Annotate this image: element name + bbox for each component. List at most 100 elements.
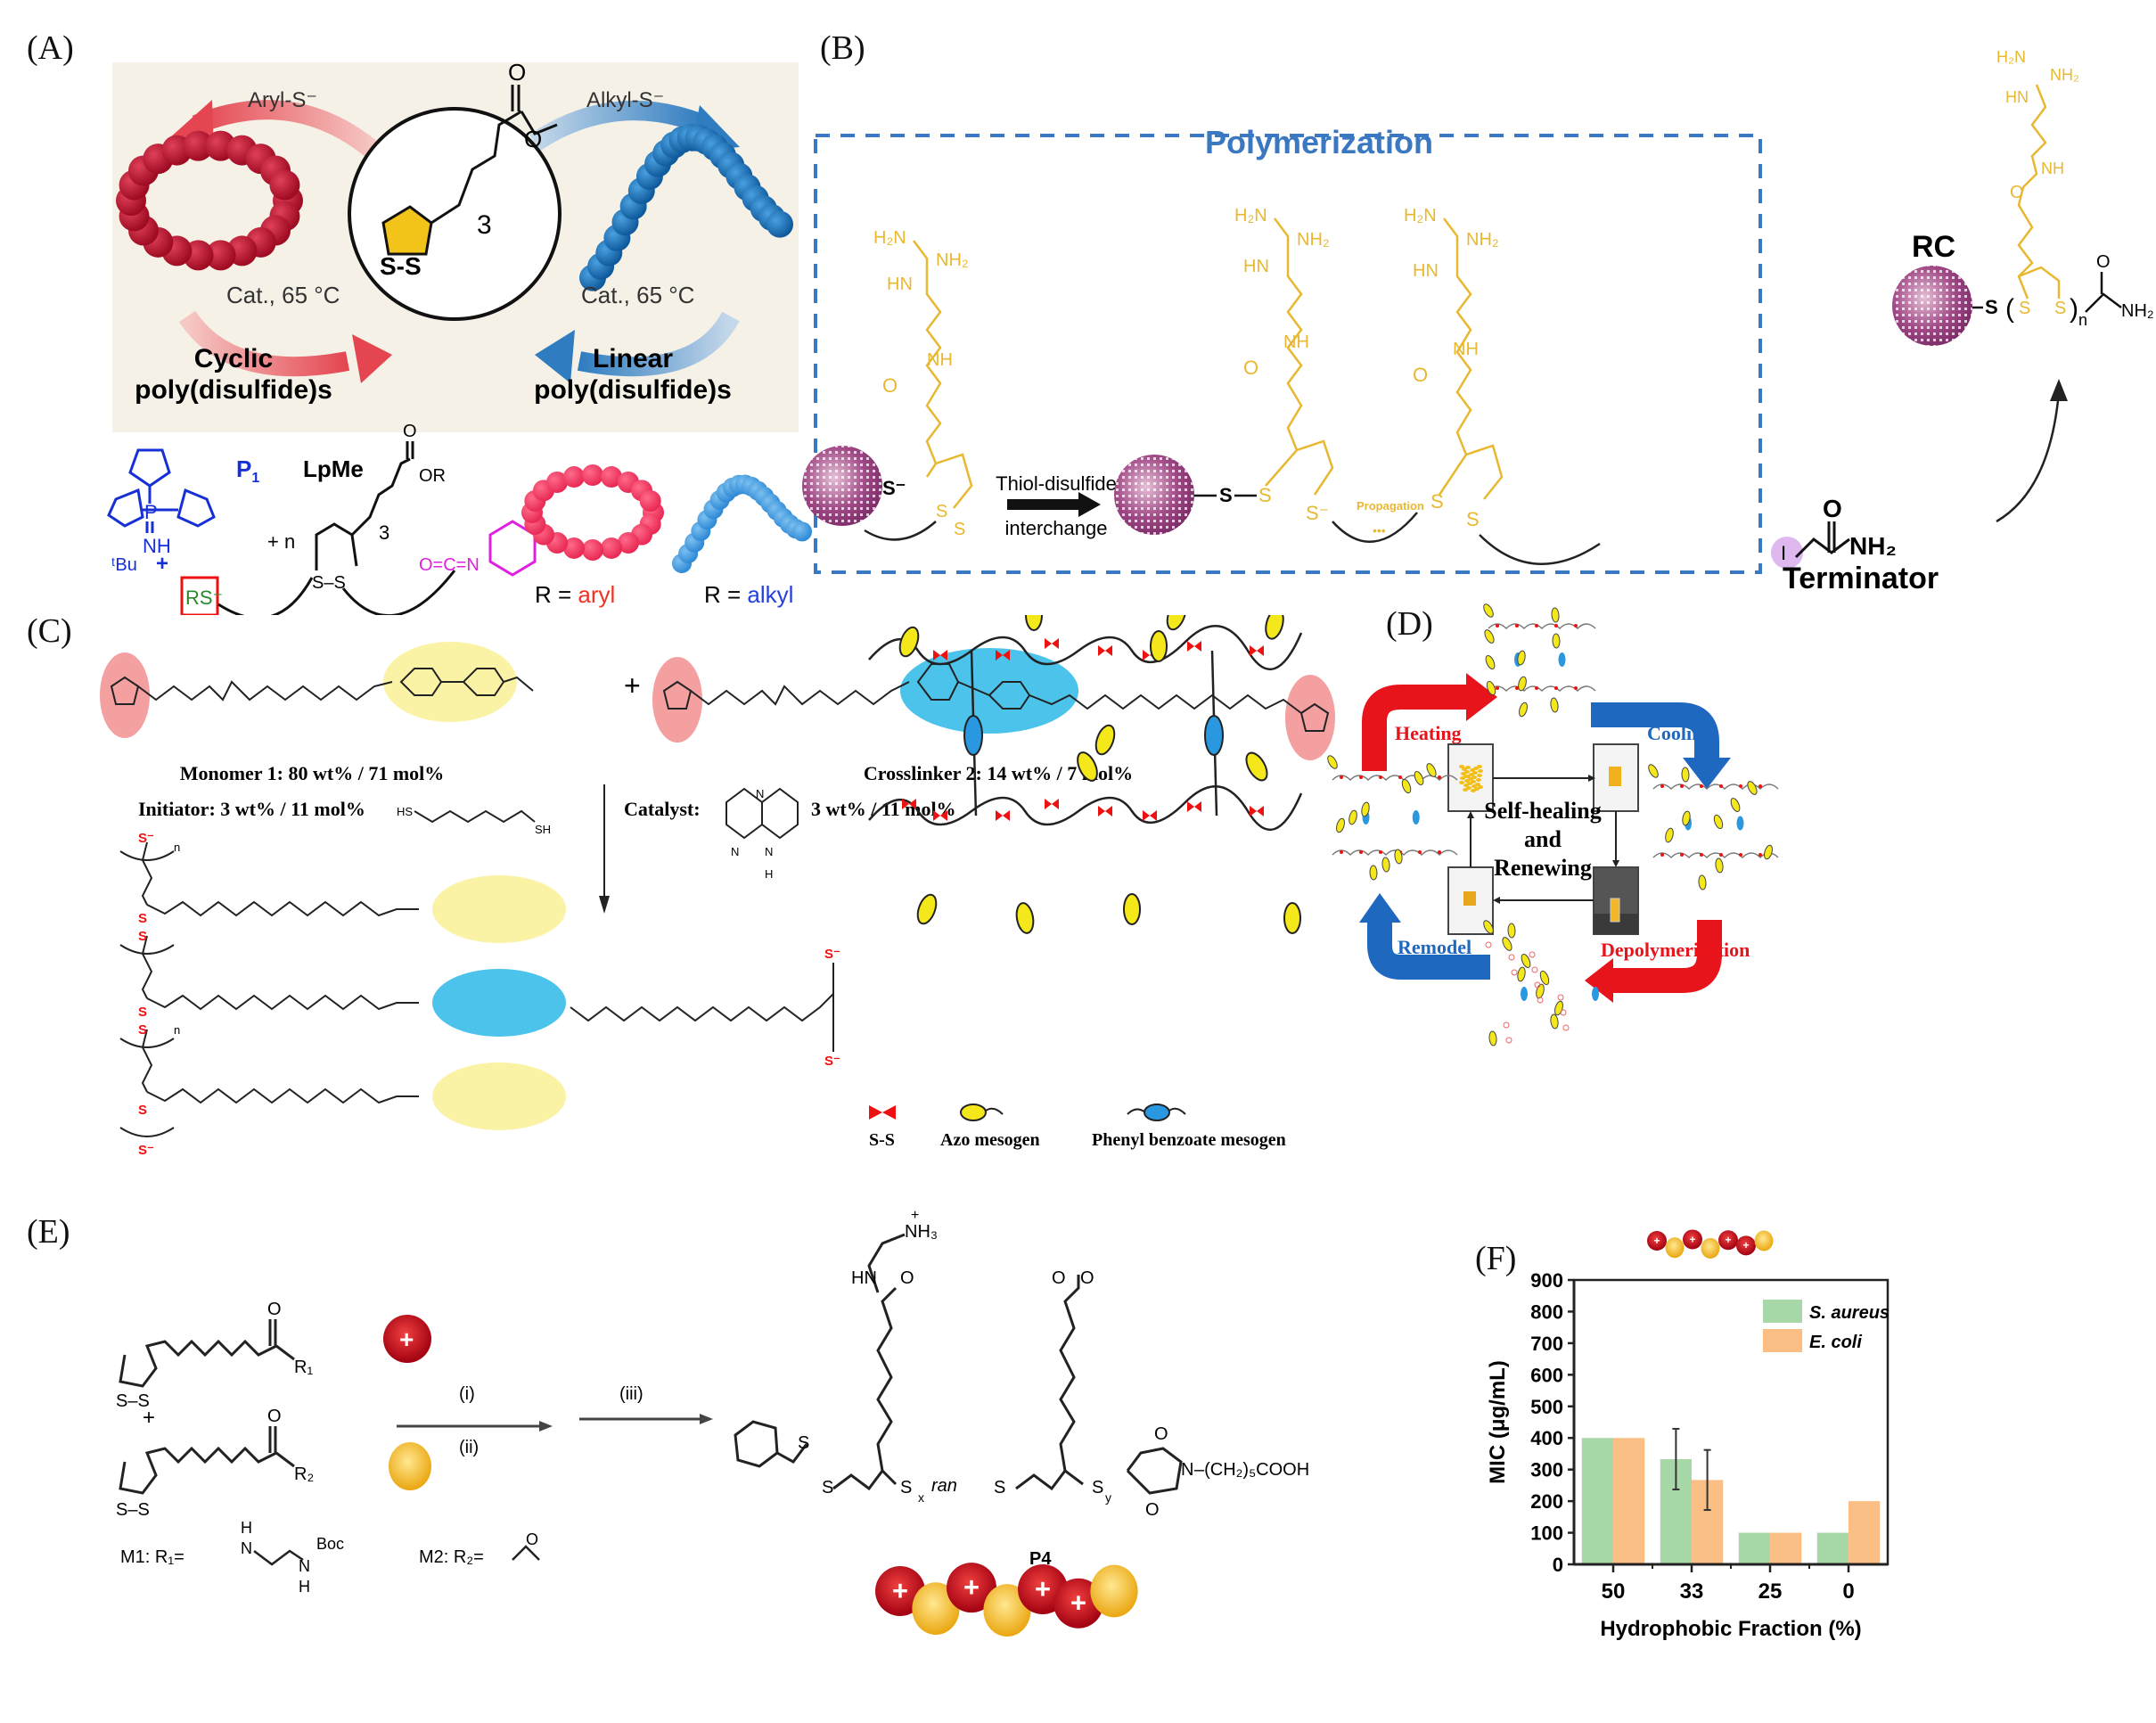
legend-swatch	[1763, 1329, 1802, 1352]
g3-s2: S	[1466, 508, 1480, 530]
thiolate-end	[1485, 941, 1492, 948]
r-alkyl-legend: R = alkyl	[704, 581, 793, 608]
azo-mesogen	[1502, 937, 1512, 951]
cationic-plus-icon: +	[1035, 1573, 1051, 1604]
ss-bond-icon	[996, 810, 1003, 821]
granule	[1459, 781, 1464, 784]
aryl-thiolate-label: Aryl-S⁻	[248, 88, 317, 112]
azo-mesogen	[1550, 697, 1559, 713]
polymerization-title: Polymerization	[1205, 124, 1433, 160]
azo-mesogen	[1483, 920, 1494, 934]
reactant-plus: +	[624, 669, 641, 702]
ss-bond-dot	[1574, 624, 1578, 628]
benzoate-mesogen	[963, 715, 983, 756]
ss-bond-dot	[1554, 624, 1558, 628]
azo-mesogen	[1336, 817, 1345, 833]
guanidinium-monomer-2	[1265, 217, 1334, 496]
y-tick-label: 800	[1530, 1300, 1563, 1323]
y-tick-label: 0	[1553, 1554, 1563, 1576]
p4-imide-o1: O	[1154, 1424, 1168, 1444]
ss-bond-dot	[1535, 624, 1538, 628]
azo-mesogen	[1682, 810, 1691, 826]
benzoate-mesogen	[1558, 652, 1566, 667]
ss-bond-dot	[1574, 686, 1578, 690]
network-strand	[1332, 775, 1458, 782]
hydrophobic-bead	[983, 1584, 1031, 1637]
backbone-s-3: S	[138, 1005, 147, 1020]
lpme-carbonyl-o: O	[403, 422, 417, 441]
propagation-label: Propagation	[1357, 499, 1424, 513]
p1-tbu: ᵗBu	[111, 555, 137, 575]
ss-bond-dot	[1758, 853, 1762, 857]
ss-bond-dot	[1758, 784, 1762, 788]
ss-bond-icon	[940, 810, 947, 821]
cyclic-polymer-small	[521, 464, 664, 561]
p4-benzyl-s: S	[798, 1433, 809, 1453]
repeat-subscript: 3	[477, 210, 492, 240]
catalyst-h: H	[765, 867, 773, 881]
panel-e-diagram: O R₁ S–S + + O R₂ S–S (i) (ii) (iii) M1:…	[116, 1208, 1309, 1637]
m1-n-1: N	[241, 1539, 252, 1557]
azo-mesogen	[1488, 1030, 1497, 1046]
granule	[1472, 771, 1478, 775]
ss-bond-dot	[1554, 686, 1558, 690]
cooling-label: Cooling	[1647, 722, 1712, 744]
ss-bond-dot	[1438, 775, 1441, 779]
benzoate-mesogen	[1412, 810, 1420, 825]
cyclic-bead	[205, 240, 236, 271]
bar-s-aureus	[1816, 1532, 1849, 1564]
p1-catalyst-structure	[107, 448, 216, 533]
g1-hn: HN	[887, 275, 913, 294]
attack-arrow-1	[864, 521, 937, 541]
m2-o-def: O	[526, 1530, 538, 1548]
initiator-hs: HS	[397, 805, 413, 818]
legend-benzoate-icon	[1127, 1104, 1186, 1121]
x-tick-label: 33	[1680, 1579, 1704, 1604]
benzoate-mesogen	[1204, 715, 1224, 756]
m1-boc: Boc	[316, 1535, 344, 1553]
lpme-subscript: 3	[379, 521, 389, 544]
azo-mesogen	[1519, 702, 1528, 718]
crosslink-s-top: S⁻	[824, 947, 840, 962]
panel-d-diagram: Heating Cooling Depolymerization Remodel…	[1327, 603, 1779, 1046]
lpme-ss: S–S	[312, 573, 346, 593]
network-right	[1648, 764, 1779, 890]
y-tick-label: 200	[1530, 1490, 1563, 1513]
legend-azo-label: Azo mesogen	[940, 1130, 1040, 1150]
monomer-1-structure	[110, 668, 534, 705]
heating-label: Heating	[1395, 722, 1462, 744]
azo-mesogen	[916, 893, 938, 925]
catalyst-n-top: N	[756, 787, 764, 800]
thiolate-end	[1560, 1009, 1567, 1016]
thiolate-end	[1508, 954, 1515, 961]
cationic-plus-icon: +	[963, 1571, 980, 1603]
azo-mesogen	[1401, 778, 1412, 794]
ss-bond-icon	[1045, 799, 1052, 809]
polymerization-box	[814, 134, 1762, 574]
ss-bond-dot	[1359, 850, 1363, 854]
azo-mesogen	[1245, 751, 1268, 782]
ss-bond-icon	[1250, 645, 1257, 656]
g1-o: O	[882, 374, 898, 397]
m2-ss: S–S	[116, 1500, 150, 1520]
rc-side-chain	[2017, 84, 2061, 299]
azo-mesogen	[1552, 633, 1561, 649]
cationic-plus-icon: +	[1725, 1234, 1731, 1246]
m1-o: O	[267, 1300, 282, 1319]
azo-mesogen	[1550, 1013, 1559, 1030]
remodel-label: Remodel	[1398, 936, 1471, 958]
arrow-alkyl	[529, 101, 709, 152]
monomer-plus: +	[143, 1406, 155, 1430]
rc-h2n: H₂N	[1996, 48, 2026, 66]
azo-mesogen	[1551, 607, 1560, 623]
center-line-2: and	[1524, 826, 1562, 852]
benzoate-mesogen-highlight	[900, 648, 1078, 734]
g1-nh: NH	[927, 350, 953, 370]
x-tick-label: 25	[1758, 1579, 1783, 1604]
bond-s: S	[1219, 484, 1233, 506]
phenyl-ring-icon	[488, 520, 537, 577]
m2-r2: R₂	[294, 1465, 314, 1484]
catalyst-amount: 3 wt% / 11 mol%	[811, 798, 956, 820]
ss-bond-icon	[1105, 806, 1112, 816]
cyclic-label-line1: Cyclic	[194, 344, 273, 373]
